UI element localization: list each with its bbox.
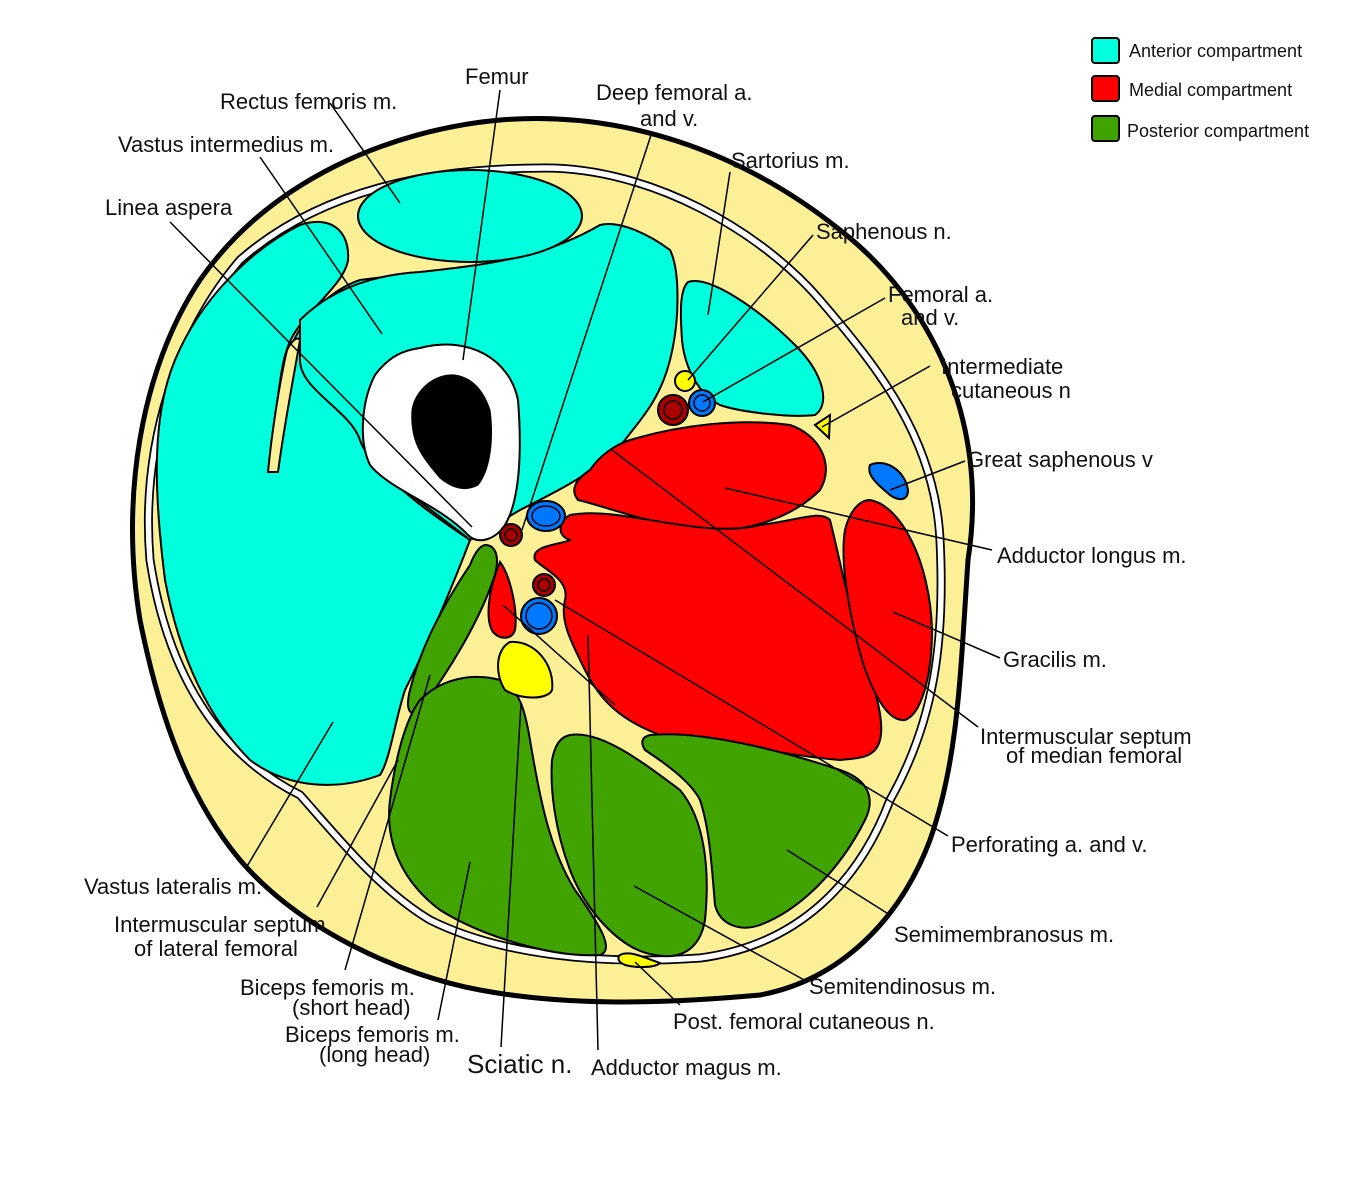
semitendinosus-muscle <box>550 733 708 958</box>
deep-femoral-artery <box>499 523 523 547</box>
label-great-saphenous: Great saphenous v <box>967 447 1153 472</box>
perforating-artery-lumen <box>537 578 551 592</box>
label-intermediate-cutaneous-line2: cutaneous n <box>951 378 1071 403</box>
label-sciatic: Sciatic n. <box>467 1049 573 1079</box>
label-septum-median-line2: of median femoral <box>1006 743 1182 768</box>
label-deep-femoral-line1: Deep femoral a. <box>596 80 753 105</box>
label-septum-lateral-line2: of lateral femoral <box>134 936 298 961</box>
legend-label-posterior: Posterior compartment <box>1127 121 1309 141</box>
label-rectus-femoris: Rectus femoris m. <box>220 89 397 114</box>
label-vastus-intermedius: Vastus intermedius m. <box>118 132 334 157</box>
deep-femoral-vein-lumen <box>531 505 561 527</box>
label-femur: Femur <box>465 64 529 89</box>
label-linea-aspera: Linea aspera <box>105 195 233 220</box>
biceps-short-head-muscle <box>407 543 498 715</box>
label-biceps-long-line1: Biceps femoris m. <box>285 1022 460 1047</box>
legend-swatch-anterior <box>1091 37 1120 64</box>
label-femoral-av-line2: and v. <box>901 305 959 330</box>
label-intermediate-cutaneous-line1: Intermediate <box>941 354 1063 379</box>
label-adductor-magnus: Adductor magus m. <box>591 1055 782 1080</box>
label-sartorius: Sartorius m. <box>731 148 850 173</box>
label-adductor-longus: Adductor longus m. <box>997 543 1187 568</box>
label-post-femoral-cutaneous: Post. femoral cutaneous n. <box>673 1009 935 1034</box>
femur-marrow <box>411 374 492 489</box>
saphenous-nerve <box>674 370 696 392</box>
legend-swatch-posterior <box>1091 115 1120 142</box>
perforating-vein-lumen <box>525 602 553 630</box>
label-gracilis: Gracilis m. <box>1003 647 1107 672</box>
great-saphenous-vein <box>868 462 910 501</box>
deep-femoral-artery-lumen <box>504 528 518 542</box>
legend-label-anterior: Anterior compartment <box>1129 41 1302 61</box>
label-biceps-short-line1: Biceps femoris m. <box>240 975 415 1000</box>
label-perforating: Perforating a. and v. <box>951 832 1148 857</box>
adductor-brevis-small <box>487 560 517 639</box>
adductor-magnus-muscle <box>533 512 883 762</box>
legend-label-medial: Medial compartment <box>1129 80 1292 100</box>
legend: Anterior compartment Medial compartment … <box>1091 37 1309 142</box>
label-semitendinosus: Semitendinosus m. <box>809 974 996 999</box>
rectus-femoris-muscle <box>357 169 583 263</box>
sciatic-nerve <box>497 640 554 699</box>
label-saphenous-nerve: Saphenous n. <box>816 219 952 244</box>
label-vastus-lateralis: Vastus lateralis m. <box>84 874 262 899</box>
perforating-artery <box>532 573 556 597</box>
label-deep-femoral-line2: and v. <box>640 106 698 131</box>
femoral-artery <box>657 394 689 426</box>
label-septum-median-line1: Intermuscular septum <box>980 724 1192 749</box>
linea-aspera-septum <box>266 337 302 473</box>
label-femoral-av-line1: Femoral a. <box>888 282 993 307</box>
femoral-artery-lumen <box>663 400 683 420</box>
sartorius-muscle <box>679 280 825 417</box>
legend-swatch-medial <box>1091 75 1120 102</box>
femoral-vein-lumen <box>693 394 711 412</box>
label-biceps-long-line2: (long head) <box>319 1042 430 1067</box>
gracilis-muscle <box>842 498 934 722</box>
leader-lines <box>169 89 1001 1051</box>
label-semimembranosus: Semimembranosus m. <box>894 922 1114 947</box>
label-septum-lateral-line1: Intermuscular septum <box>114 912 326 937</box>
post-femoral-cutaneous-nerve <box>617 952 662 969</box>
semimembranosus-muscle <box>641 733 871 929</box>
femoral-vein <box>688 389 716 417</box>
label-biceps-short-line2: (short head) <box>292 995 411 1020</box>
